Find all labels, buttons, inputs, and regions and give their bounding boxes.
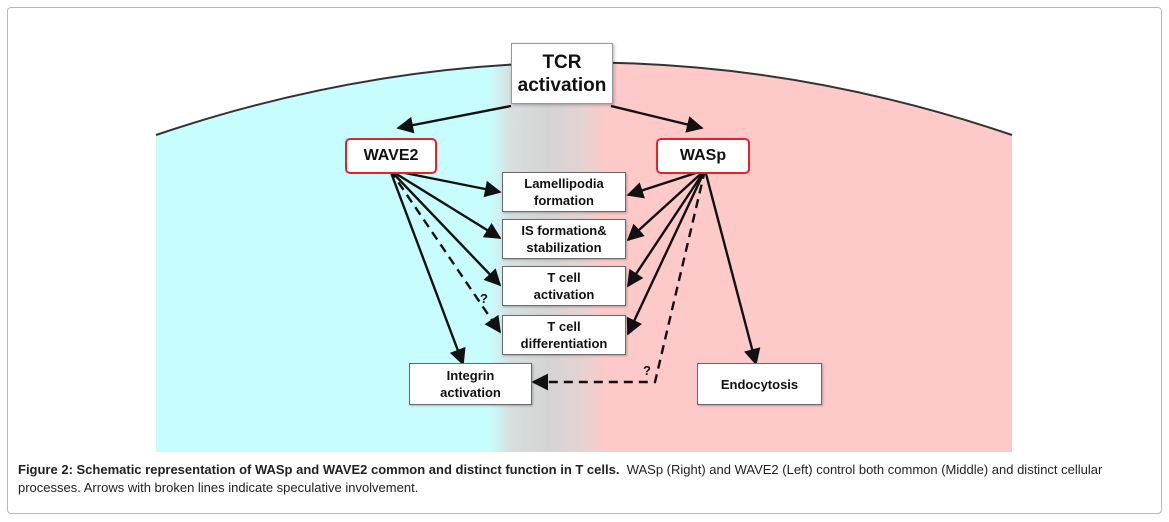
arrow-tcr-wave2: [396, 104, 512, 134]
arrow-tcr-wasp: [610, 104, 704, 133]
wasp-box: WASp: [656, 138, 750, 174]
question-mark-left: ?: [480, 291, 488, 306]
arrow-wasp-activation: [627, 169, 706, 288]
arrow-wave2-differentiation: [389, 169, 501, 334]
arrow-wave2-activation: [389, 169, 502, 287]
caption-label: Figure 2: Schematic representation of WA…: [18, 462, 620, 477]
arrow-wasp-differentiation: [626, 169, 707, 336]
is-formation-box: IS formation& stabilization: [502, 219, 626, 259]
figure-caption: Figure 2: Schematic representation of WA…: [18, 461, 1150, 497]
integrin-activation-box: Integrin activation: [409, 363, 532, 405]
arrow-wasp-is: [626, 169, 706, 242]
lamellipodia-box: Lamellipodia formation: [502, 172, 626, 212]
arrow-wasp-integrin-dashed: [531, 169, 707, 391]
caption-text: WASp (Right) and WAVE2 (Left) control bo…: [18, 462, 1103, 495]
arrow-wave2-is: [389, 168, 502, 240]
tcr-activation-box: TCR activation: [511, 43, 613, 104]
question-mark-right: ?: [643, 363, 651, 378]
arrow-wave2-integrin: [388, 169, 466, 366]
arrow-wasp-endocytosis: [703, 169, 761, 366]
endocytosis-box: Endocytosis: [697, 363, 822, 405]
wave2-box: WAVE2: [345, 138, 437, 174]
arrow-wasp-lamellipodia: [626, 168, 706, 199]
t-cell-differentiation-box: T cell differentiation: [502, 315, 626, 355]
t-cell-activation-box: T cell activation: [502, 266, 626, 306]
